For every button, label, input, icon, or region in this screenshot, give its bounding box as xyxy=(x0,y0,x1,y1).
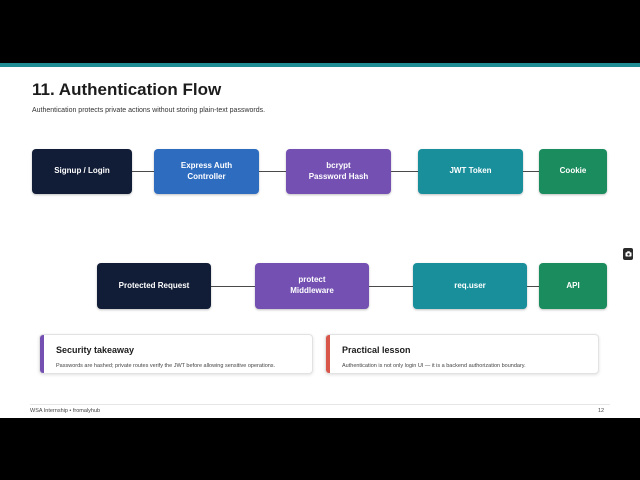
card-title: Practical lesson xyxy=(342,345,411,355)
flow-cookie-box: Cookie xyxy=(539,149,607,194)
footer-divider xyxy=(30,404,610,405)
slide-top-bar xyxy=(0,63,640,67)
flow-connector xyxy=(391,171,418,172)
flow-connector xyxy=(211,286,255,287)
flow-req-user-box: req.user xyxy=(413,263,527,309)
slide: 11. Authentication Flow Authentication p… xyxy=(0,63,640,418)
card-title: Security takeaway xyxy=(56,345,135,355)
card-accent-bar xyxy=(326,335,330,373)
flow-express-auth-controller-box: Express Auth Controller xyxy=(154,149,259,194)
flow-protect-middleware-box: protect Middleware xyxy=(255,263,369,309)
slide-title: 11. Authentication Flow xyxy=(32,80,222,99)
slide-subtitle: Authentication protects private actions … xyxy=(32,107,266,114)
flow-api-box: API xyxy=(539,263,607,309)
card-body: Passwords are hashed; private routes ver… xyxy=(56,363,276,369)
card-body: Authentication is not only login UI — it… xyxy=(342,363,526,369)
camera-icon[interactable] xyxy=(623,248,633,260)
page-number: 12 xyxy=(598,408,605,414)
card-accent-bar xyxy=(40,335,44,373)
flow-protected-request-box: Protected Request xyxy=(97,263,211,309)
flow-signup-login-box: Signup / Login xyxy=(32,149,132,194)
footer-text: WSA Internship • fromalyhub xyxy=(30,408,101,414)
flow-jwt-token-box: JWT Token xyxy=(418,149,523,194)
security-takeaway-card: Security takeaway Passwords are hashed; … xyxy=(39,334,313,374)
flow-connector xyxy=(523,171,539,172)
flow-connector xyxy=(259,171,286,172)
practical-lesson-card: Practical lesson Authentication is not o… xyxy=(325,334,599,374)
flow-connector xyxy=(527,286,539,287)
flow-connector xyxy=(369,286,413,287)
flow-connector xyxy=(132,171,154,172)
flow-bcrypt-hash-box: bcrypt Password Hash xyxy=(286,149,391,194)
